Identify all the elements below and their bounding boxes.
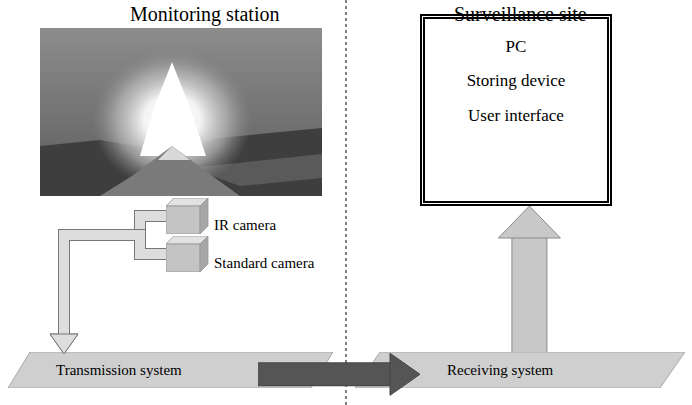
arrow-shaft bbox=[512, 237, 546, 352]
photo-vent bbox=[158, 146, 190, 160]
camera-label: IR camera bbox=[214, 218, 276, 234]
system-label: Transmission system bbox=[8, 352, 333, 388]
camera-unit: IR camera bbox=[166, 198, 276, 234]
box-line: PC bbox=[506, 37, 527, 57]
flow-arrow bbox=[258, 353, 420, 395]
camera-body bbox=[166, 236, 210, 272]
arrow-head bbox=[50, 334, 78, 354]
camera-label: Standard camera bbox=[214, 256, 314, 272]
box-line: Storing device bbox=[467, 71, 566, 91]
arrow-head bbox=[390, 353, 420, 395]
system-plane: Receiving system bbox=[355, 352, 685, 388]
camera-front bbox=[166, 244, 200, 272]
arrow-head bbox=[50, 334, 78, 354]
camera-side bbox=[200, 198, 208, 234]
plane-surface bbox=[355, 352, 685, 388]
computer-box: PC Storing deviceUser interface bbox=[420, 14, 612, 206]
system-label: Receiving system bbox=[355, 352, 685, 388]
camera-body bbox=[166, 198, 210, 234]
camera-unit: Standard camera bbox=[166, 236, 314, 272]
plane-surface bbox=[8, 352, 333, 388]
section-heading: Monitoring station bbox=[130, 2, 279, 26]
photo-cone bbox=[100, 146, 240, 196]
camera-top bbox=[166, 236, 208, 244]
box-line: User interface bbox=[468, 106, 564, 126]
flow-arrow bbox=[50, 216, 166, 354]
camera-side bbox=[200, 236, 208, 272]
section-heading: Surveillance site bbox=[454, 2, 587, 26]
camera-top bbox=[166, 198, 208, 206]
arrow-shaft bbox=[64, 216, 166, 335]
arrow-outline bbox=[64, 216, 166, 335]
arrow-outline bbox=[64, 235, 166, 335]
photo-sky bbox=[40, 28, 322, 196]
arrow-outline bbox=[511, 237, 547, 352]
arrow-head bbox=[498, 206, 560, 238]
eruption-photo bbox=[40, 28, 322, 196]
flow-arrow bbox=[50, 235, 166, 354]
dashed-divider bbox=[346, 0, 347, 405]
system-plane: Transmission system bbox=[8, 352, 333, 388]
photo-fountain bbox=[140, 62, 206, 156]
flow-arrow bbox=[498, 206, 560, 352]
arrow-shaft bbox=[64, 235, 166, 335]
arrow-shaft bbox=[258, 363, 391, 385]
camera-front bbox=[166, 206, 200, 234]
arrow-outline bbox=[258, 362, 391, 386]
